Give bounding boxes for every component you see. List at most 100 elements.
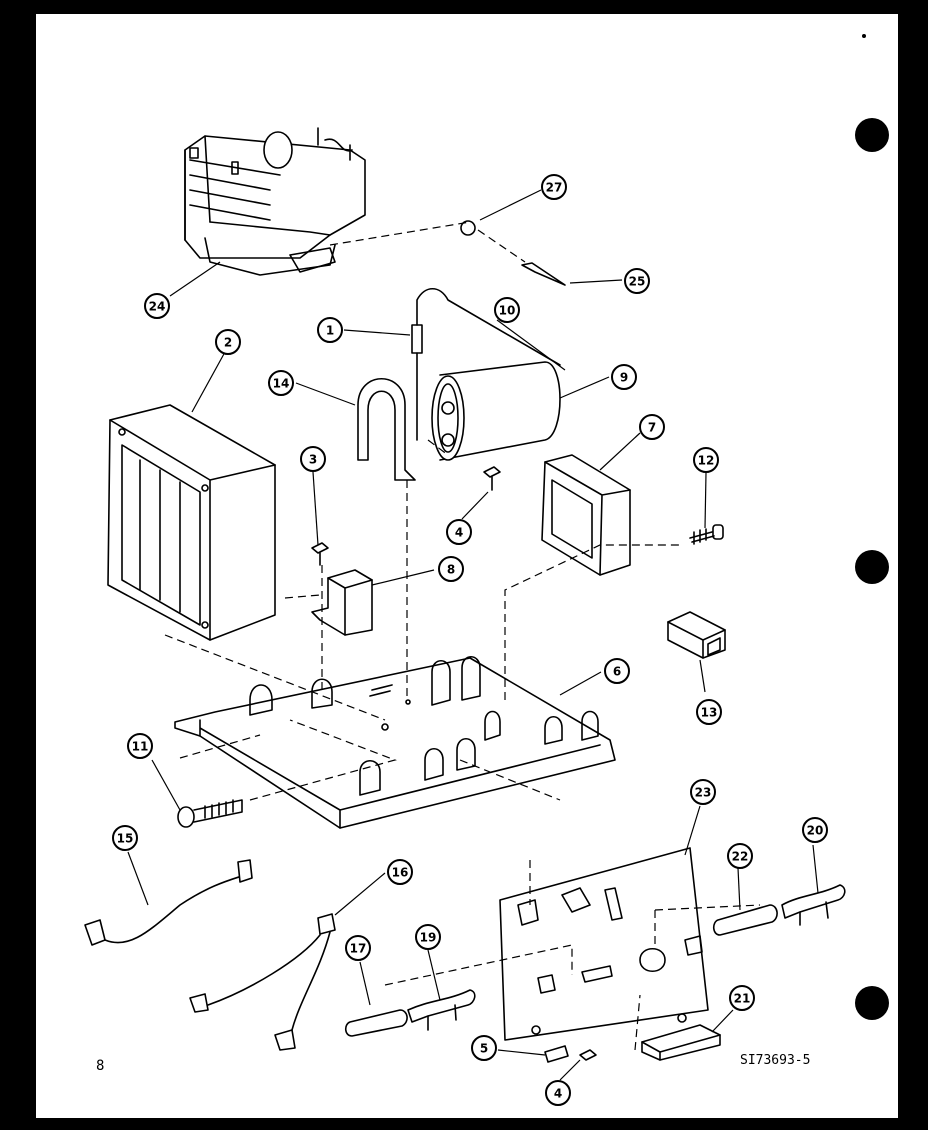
callout-circle	[446, 519, 472, 545]
callout-number: 8	[447, 563, 455, 577]
callout-number: 11	[132, 740, 149, 754]
callout-c4b: 4	[545, 1080, 571, 1106]
callout-circle	[802, 817, 828, 843]
callout-c22: 22	[727, 843, 753, 869]
callout-number: 2	[224, 336, 232, 350]
callout-number: 6	[613, 665, 621, 679]
callout-c12: 12	[693, 447, 719, 473]
callout-number: 3	[309, 453, 317, 467]
callout-number: 23	[695, 786, 712, 800]
binder-hole-bottom	[855, 986, 889, 1020]
callout-number: 24	[149, 300, 166, 314]
fuse-holder-20-part	[781, 884, 846, 926]
callout-circle	[624, 268, 650, 294]
callout-circle	[415, 924, 441, 950]
callout-number: 21	[734, 992, 751, 1006]
callout-c3: 3	[300, 446, 326, 472]
callout-number: 14	[273, 377, 290, 391]
wire-harness-15-part	[84, 859, 253, 946]
callout-c15: 15	[112, 825, 138, 851]
callout-number: 25	[629, 275, 646, 289]
callout-c1: 1	[317, 317, 343, 343]
callout-circle	[387, 859, 413, 885]
callout-circle	[215, 329, 241, 355]
transformer-part	[107, 404, 276, 641]
callout-circle	[604, 658, 630, 684]
callout-number: 4	[554, 1087, 562, 1101]
fuse-holder-19-part	[407, 989, 476, 1031]
callout-number: 7	[648, 421, 656, 435]
cover-21-part	[641, 1024, 721, 1061]
callout-number: 1	[326, 324, 334, 338]
speck	[862, 34, 866, 38]
callout-c23: 23	[690, 779, 716, 805]
callout-circle	[345, 935, 371, 961]
bolt-11-part	[177, 799, 243, 828]
magnetron-part	[184, 127, 366, 276]
callout-number: 15	[117, 832, 134, 846]
page-number: 8	[96, 1058, 104, 1074]
callout-circle	[690, 779, 716, 805]
callout-c11: 11	[127, 733, 153, 759]
callout-c19: 19	[415, 924, 441, 950]
callout-number: 13	[701, 706, 718, 720]
callout-number: 10	[499, 304, 516, 318]
callout-circle	[639, 414, 665, 440]
callout-circle	[438, 556, 464, 582]
callout-number: 22	[732, 850, 749, 864]
callout-c8: 8	[438, 556, 464, 582]
callout-circle	[727, 843, 753, 869]
callout-circle	[494, 297, 520, 323]
callout-c10: 10	[494, 297, 520, 323]
callout-c20: 20	[802, 817, 828, 843]
callout-circle	[112, 825, 138, 851]
callout-circle	[317, 317, 343, 343]
callout-c13: 13	[696, 699, 722, 725]
callout-number: 19	[420, 931, 437, 945]
binder-hole-middle	[855, 550, 889, 584]
callout-number: 12	[698, 454, 715, 468]
callout-c16: 16	[387, 859, 413, 885]
binder-hole-top	[855, 118, 889, 152]
screw-4a-part	[483, 466, 501, 491]
assembly-guide-lines	[164, 221, 761, 1051]
base-plate-part	[174, 655, 616, 829]
callout-c6: 6	[604, 658, 630, 684]
callout-c17: 17	[345, 935, 371, 961]
control-board-part	[499, 847, 709, 1041]
callout-circle	[471, 1035, 497, 1061]
callout-number: 5	[480, 1042, 488, 1056]
callout-c27: 27	[541, 174, 567, 200]
callout-circle	[693, 447, 719, 473]
callout-c5: 5	[471, 1035, 497, 1061]
diagram-id: SI73693-5	[740, 1053, 810, 1068]
callout-c4a: 4	[446, 519, 472, 545]
callout-circle	[696, 699, 722, 725]
screw-4b-part	[579, 1049, 597, 1061]
screw-3-part	[311, 542, 329, 566]
pin-25-part	[521, 262, 566, 286]
callout-c14: 14	[268, 370, 294, 396]
wire-harness-16-part	[189, 913, 336, 1051]
callout-circle	[300, 446, 326, 472]
callout-circle	[541, 174, 567, 200]
cover-13-part	[667, 611, 726, 659]
callout-circle	[127, 733, 153, 759]
callout-circle	[268, 370, 294, 396]
fuse-17-part	[344, 1009, 408, 1037]
callout-number: 4	[455, 526, 463, 540]
capacitor-strap-part	[357, 378, 416, 481]
screw-12-part	[689, 524, 724, 545]
callout-number: 17	[350, 942, 367, 956]
callout-c7: 7	[639, 414, 665, 440]
callout-c25: 25	[624, 268, 650, 294]
clip-5-part	[544, 1045, 569, 1063]
callout-circle	[611, 364, 637, 390]
callout-circle	[144, 293, 170, 319]
callout-c9: 9	[611, 364, 637, 390]
callout-c24: 24	[144, 293, 170, 319]
callout-c21: 21	[729, 985, 755, 1011]
